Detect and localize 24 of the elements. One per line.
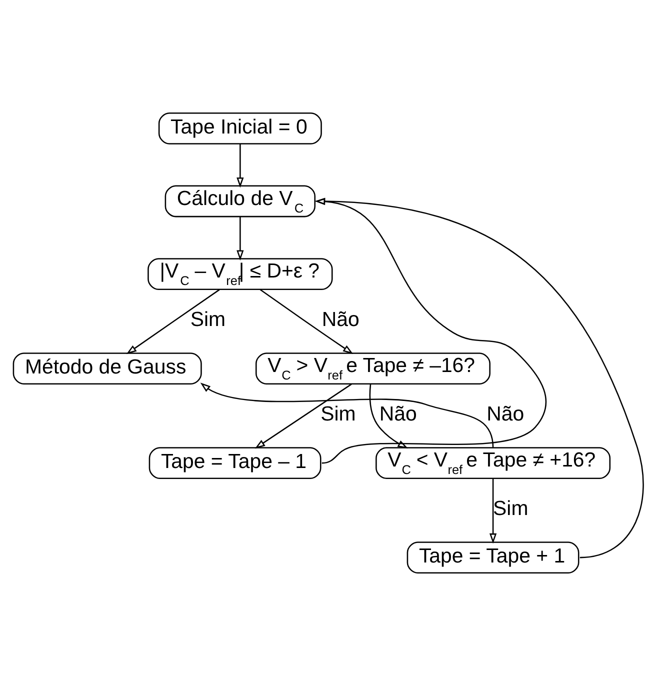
node-box: Tape = Tape + 1 <box>406 542 580 574</box>
arrow <box>254 384 352 449</box>
arrow <box>314 198 547 464</box>
arrow <box>314 198 644 558</box>
node-box: Método de Gauss <box>12 352 202 384</box>
node-box: V$_{C}$ > V$_{ref}$ e Tape ≠ –16? <box>256 352 490 384</box>
edge-label: Não <box>379 404 417 426</box>
node-box: Tape = Tape – 1 <box>148 447 322 480</box>
arrow <box>200 382 494 448</box>
node-box: Tape Inicial = 0 <box>158 112 322 144</box>
arrow <box>126 289 220 354</box>
edge-label: Sim <box>320 404 356 426</box>
edge-label: Não <box>322 309 360 332</box>
edge-label: Sim <box>493 498 528 520</box>
arrow <box>260 289 354 354</box>
arrow <box>236 144 244 188</box>
node-box: Cálculo de V$_{C}$ <box>164 185 316 218</box>
arrow <box>489 478 497 544</box>
arrow <box>369 384 408 448</box>
edge-label: Sim <box>190 309 226 332</box>
arrow <box>236 216 244 260</box>
edge-label: Não <box>486 404 524 426</box>
node-box: |V$_{C}$ – V$_{ref}$| ≤ D+ε ? <box>148 258 333 290</box>
node-box: V$_{C}$ < V$_{ref}$ e Tape ≠ +16? <box>376 447 611 480</box>
